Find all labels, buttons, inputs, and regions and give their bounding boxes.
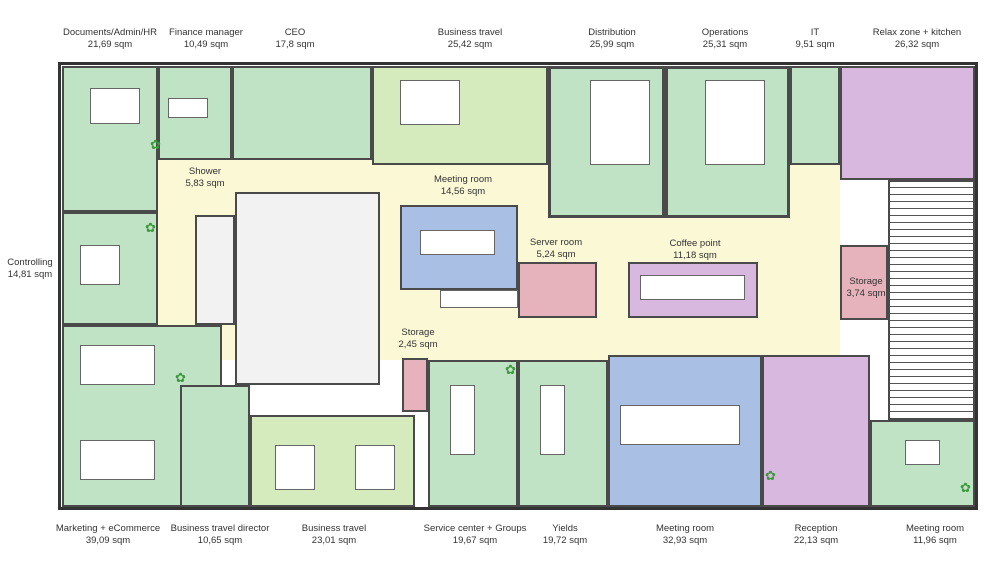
room-meeting-small-2 xyxy=(870,420,975,507)
desk xyxy=(80,345,155,385)
desk xyxy=(275,445,315,490)
room-shower xyxy=(195,215,235,325)
plant-icon: ✿ xyxy=(175,370,186,385)
desk xyxy=(168,98,208,118)
desk xyxy=(540,385,565,455)
table xyxy=(905,440,940,465)
cabinet xyxy=(440,290,518,308)
stairwell xyxy=(888,180,975,420)
room-reception xyxy=(762,355,870,507)
room-meeting-small xyxy=(400,205,518,290)
room-business-travel-director xyxy=(180,385,250,507)
desk xyxy=(90,88,140,124)
room-ceo xyxy=(232,66,372,160)
room-storage-2 xyxy=(402,358,428,412)
desk xyxy=(705,80,765,165)
plant-icon: ✿ xyxy=(150,137,161,152)
plant-icon: ✿ xyxy=(145,220,156,235)
room-it xyxy=(790,66,840,165)
desk xyxy=(80,440,155,480)
conference-table xyxy=(420,230,495,255)
room-storage-1 xyxy=(840,245,888,320)
coffee-table xyxy=(640,275,745,300)
room-server xyxy=(518,262,597,318)
plant-icon: ✿ xyxy=(505,362,516,377)
wet-block xyxy=(235,192,380,385)
desk xyxy=(355,445,395,490)
plant-icon: ✿ xyxy=(765,468,776,483)
room-business-travel-top xyxy=(372,66,548,165)
building-outline xyxy=(58,62,978,510)
desk xyxy=(400,80,460,125)
desk xyxy=(80,245,120,285)
desk xyxy=(450,385,475,455)
plant-icon: ✿ xyxy=(960,480,971,495)
desk xyxy=(590,80,650,165)
room-relax-kitchen xyxy=(840,66,975,180)
conference-table xyxy=(620,405,740,445)
